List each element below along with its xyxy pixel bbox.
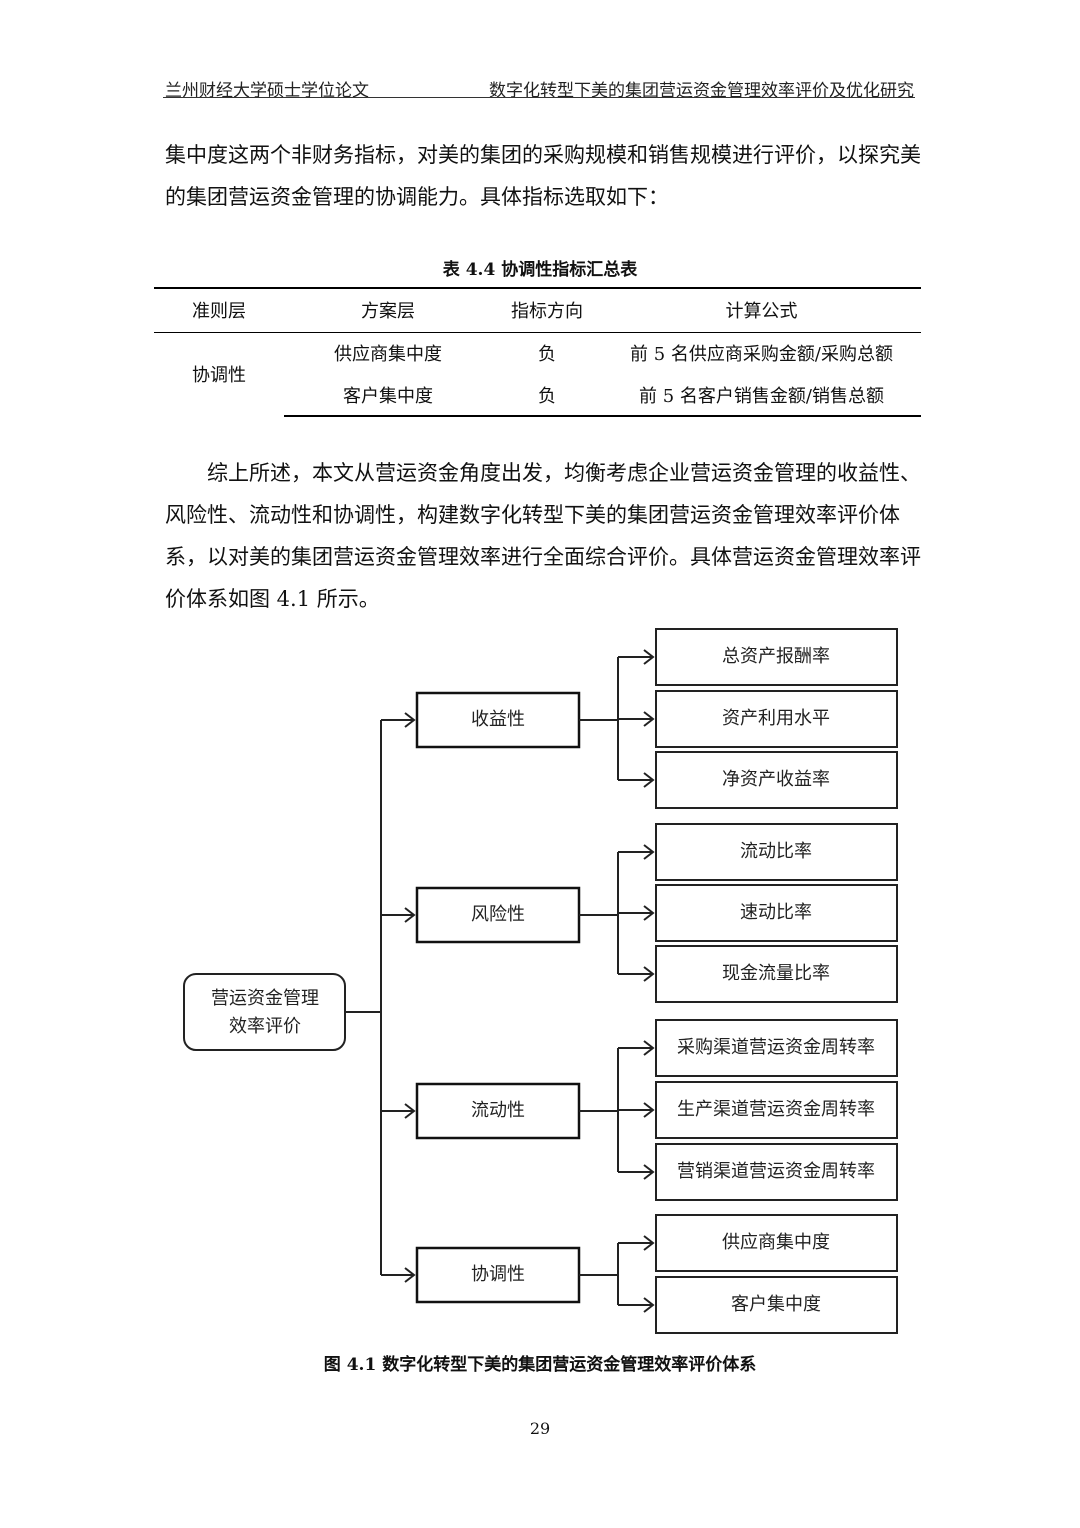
item-arrow-head — [643, 649, 655, 665]
table-cell: 供应商集中度 — [334, 344, 442, 366]
item-box — [655, 628, 898, 686]
item-arrow-head — [643, 844, 655, 860]
indicator-table: 准则层 方案层 指标方向 计算公式 协调性 供应商集中度 负 前 5 名供应商采… — [154, 287, 921, 417]
category-label: 协调性 — [471, 1264, 525, 1285]
item-box — [655, 945, 898, 1003]
item-label: 资产利用水平 — [722, 708, 830, 729]
root-label-line: 效率评价 — [229, 1016, 301, 1037]
table-group-cell: 协调性 — [192, 365, 246, 387]
item-label: 供应商集中度 — [722, 1232, 830, 1253]
header-rule — [163, 97, 915, 98]
item-arrow-head — [643, 1297, 655, 1313]
item-arrow-head — [643, 1040, 655, 1056]
item-arrow-head — [643, 905, 655, 921]
item-label: 营销渠道营运资金周转率 — [677, 1161, 875, 1182]
category-label: 流动性 — [471, 1100, 525, 1121]
table-cell: 前 5 名供应商采购金额/采购总额 — [630, 344, 893, 366]
item-box — [655, 1214, 898, 1272]
table-header-row: 准则层 方案层 指标方向 计算公式 — [154, 287, 921, 333]
table-cell: 负 — [538, 344, 556, 366]
header-left: 兰州财经大学硕士学位论文 — [165, 81, 369, 101]
category-arrow-head — [404, 907, 416, 923]
table-header-cell: 准则层 — [154, 287, 284, 333]
page-number: 29 — [529, 1419, 551, 1438]
item-label: 流动比率 — [740, 841, 812, 862]
item-box — [655, 751, 898, 809]
category-arrow-head — [404, 712, 416, 728]
table-cell: 前 5 名客户销售金额/销售总额 — [602, 374, 921, 417]
item-arrow-head — [643, 711, 655, 727]
root-box — [183, 973, 346, 1051]
item-label: 生产渠道营运资金周转率 — [677, 1099, 875, 1120]
item-arrow-head — [643, 1102, 655, 1118]
item-arrow-head — [643, 772, 655, 788]
category-label: 收益性 — [471, 709, 525, 730]
item-box — [655, 823, 898, 881]
table-cell: 负 — [492, 374, 602, 417]
category-arrow-head — [404, 1267, 416, 1283]
category-box — [415, 1082, 581, 1140]
category-box — [415, 691, 581, 749]
category-box — [415, 886, 581, 944]
item-box — [655, 884, 898, 942]
figure-caption: 图 4.1 数字化转型下美的集团营运资金管理效率评价体系 — [323, 1355, 757, 1375]
table-caption: 表 4.4 协调性指标汇总表 — [442, 260, 638, 280]
table-row: 客户集中度 负 前 5 名客户销售金额/销售总额 — [154, 374, 921, 417]
item-box — [655, 690, 898, 748]
table-header-cell: 计算公式 — [602, 287, 921, 333]
root-label-line: 营运资金管理 — [211, 988, 319, 1009]
table-cell: 客户集中度 — [284, 374, 492, 417]
table-header-cell: 指标方向 — [492, 287, 602, 333]
table-header-cell: 方案层 — [284, 287, 492, 333]
header-right: 数字化转型下美的集团营运资金管理效率评价及优化研究 — [489, 81, 914, 101]
item-label: 采购渠道营运资金周转率 — [677, 1037, 875, 1058]
item-label: 客户集中度 — [731, 1294, 821, 1315]
item-label: 净资产收益率 — [722, 769, 830, 790]
item-arrow-head — [643, 1164, 655, 1180]
item-label: 速动比率 — [740, 902, 812, 923]
item-label: 总资产报酬率 — [722, 646, 830, 667]
item-label: 现金流量比率 — [722, 963, 830, 984]
item-box — [655, 1081, 898, 1139]
paragraph-2: 综上所述，本文从营运资金角度出发，均衡考虑企业营运资金管理的收益性、风险性、流动… — [165, 461, 921, 611]
item-arrow-head — [643, 966, 655, 982]
item-box — [655, 1276, 898, 1334]
category-arrow-head — [404, 1103, 416, 1119]
table-row: 协调性 供应商集中度 负 前 5 名供应商采购金额/采购总额 — [154, 332, 921, 386]
item-arrow-head — [643, 1235, 655, 1251]
item-box — [655, 1143, 898, 1201]
category-label: 风险性 — [471, 904, 525, 925]
category-box — [415, 1246, 581, 1304]
paragraph-1: 集中度这两个非财务指标，对美的集团的采购规模和销售规模进行评价，以探究美的集团营… — [165, 143, 921, 209]
item-box — [655, 1019, 898, 1077]
